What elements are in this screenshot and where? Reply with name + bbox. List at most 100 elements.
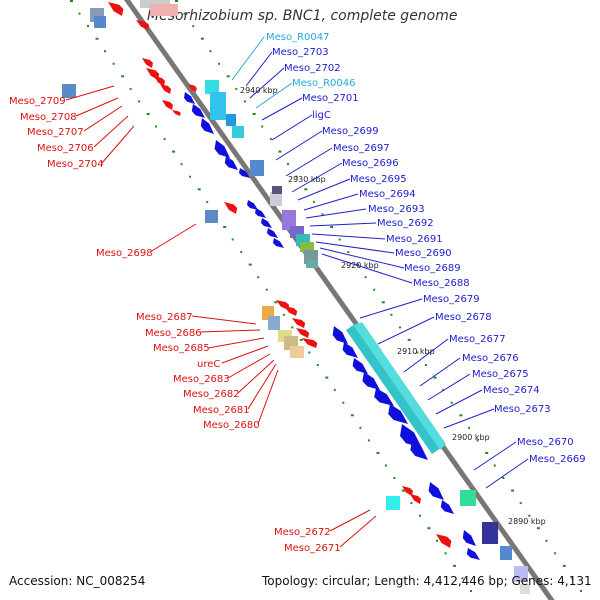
gc-dot xyxy=(359,426,362,429)
gene-label[interactable]: Meso_2702 xyxy=(284,63,341,74)
label-leader-lines xyxy=(65,36,529,548)
gc-dot xyxy=(321,213,324,216)
forward-cds-arrow xyxy=(462,530,476,546)
gene-label[interactable]: Meso_2680 xyxy=(203,420,260,431)
gc-dot xyxy=(453,564,456,567)
gene-label[interactable]: Meso_R0046 xyxy=(292,78,356,89)
gene-label[interactable]: Meso_2707 xyxy=(27,127,84,138)
gene-label[interactable]: Meso_2689 xyxy=(404,263,461,274)
leader-line xyxy=(227,353,271,379)
gene-label[interactable]: Meso_2698 xyxy=(96,248,153,259)
leader-line xyxy=(311,233,386,240)
gc-dot xyxy=(155,125,158,128)
gc-dot xyxy=(121,75,125,78)
gc-dot xyxy=(333,389,336,392)
gene-label[interactable]: Meso_2706 xyxy=(37,143,94,154)
gene-label[interactable]: Meso_2671 xyxy=(284,543,341,554)
gc-dot xyxy=(459,414,463,417)
gene-label[interactable]: Meso_2695 xyxy=(350,174,407,185)
feature-box xyxy=(205,210,218,223)
gene-label[interactable]: ureC xyxy=(197,359,220,370)
gc-dot xyxy=(373,288,376,291)
gc-dot xyxy=(197,188,201,191)
gene-label[interactable]: Meso_2678 xyxy=(435,312,492,323)
feature-box xyxy=(482,522,498,544)
gene-label[interactable]: Meso_2709 xyxy=(9,96,66,107)
gene-label[interactable]: Meso_2679 xyxy=(423,294,480,305)
gene-label[interactable]: Meso_2703 xyxy=(272,47,329,58)
gc-dot xyxy=(511,489,515,492)
topology-text: Topology: circular; Length: 4,412,446 bp… xyxy=(262,574,592,588)
gc-dot xyxy=(356,263,359,266)
forward-cds-arrow xyxy=(410,440,428,460)
leader-line xyxy=(271,114,313,141)
gc-dot xyxy=(299,338,303,341)
map-title: Mesorhizobium sp. BNC1, complete genome xyxy=(147,8,458,24)
gene-label[interactable]: Meso_2675 xyxy=(472,369,529,380)
gene-label[interactable]: Meso_2699 xyxy=(322,126,379,137)
leader-line xyxy=(297,178,351,201)
feature-box xyxy=(150,4,178,16)
gc-dot xyxy=(261,125,264,128)
gc-dot xyxy=(416,351,419,354)
reverse-cds-arrow xyxy=(410,494,421,504)
feature-box xyxy=(62,84,76,98)
gene-label[interactable]: Meso_2692 xyxy=(377,218,434,229)
gene-label[interactable]: Meso_2696 xyxy=(342,158,399,169)
forward-gene-labels: Meso_R0047 Meso_2703 Meso_2702 Meso_R004… xyxy=(266,32,586,465)
gc-dot xyxy=(287,163,289,166)
genome-backbone xyxy=(124,0,555,600)
gene-label[interactable]: Meso_2681 xyxy=(193,405,250,416)
gc-dot xyxy=(278,150,282,153)
gene-label[interactable]: Meso_2691 xyxy=(386,234,443,245)
gene-label[interactable]: Meso_2670 xyxy=(517,437,574,448)
leader-line xyxy=(83,105,123,132)
gene-label[interactable]: Meso_2697 xyxy=(333,143,390,154)
gc-dot xyxy=(269,138,272,141)
gene-label[interactable]: Meso_2685 xyxy=(153,343,210,354)
gene-label[interactable]: Meso_2690 xyxy=(395,248,452,259)
forward-cds-arrow xyxy=(352,358,368,374)
gene-label[interactable]: Meso_R0047 xyxy=(266,32,330,43)
gene-label[interactable]: Meso_2676 xyxy=(462,353,519,364)
gc-dot xyxy=(295,175,298,178)
gc-dot xyxy=(282,313,285,316)
gene-label[interactable]: Meso_2708 xyxy=(20,112,77,123)
gc-dot xyxy=(468,426,470,429)
leader-line xyxy=(303,193,359,211)
leader-line xyxy=(315,241,395,254)
gene-label[interactable]: Meso_2693 xyxy=(368,204,425,215)
gene-label[interactable]: Meso_2669 xyxy=(529,454,586,465)
gene-label[interactable]: Meso_2701 xyxy=(302,93,359,104)
gene-label[interactable]: Meso_2673 xyxy=(494,404,551,415)
gene-label[interactable]: ligC xyxy=(312,110,331,121)
gene-label[interactable]: Meso_2688 xyxy=(413,278,470,289)
gene-label[interactable]: Meso_2704 xyxy=(47,159,104,170)
feature-box xyxy=(282,210,296,230)
feature-box xyxy=(205,80,219,94)
leader-line xyxy=(207,337,265,349)
gene-label[interactable]: Meso_2687 xyxy=(136,312,193,323)
gene-label[interactable]: Meso_2686 xyxy=(145,328,202,339)
reverse-cds-arrow xyxy=(136,20,150,30)
gc-dot xyxy=(226,75,230,78)
gene-label[interactable]: Meso_2694 xyxy=(359,189,416,200)
gc-dot xyxy=(493,464,496,467)
gc-dot xyxy=(390,313,393,316)
gc-dot xyxy=(87,25,89,28)
gc-content-track xyxy=(70,0,582,592)
gc-dot xyxy=(192,25,195,28)
gc-dot xyxy=(265,288,268,291)
leader-line xyxy=(419,357,461,387)
gene-label[interactable]: Meso_2682 xyxy=(183,389,240,400)
leader-line xyxy=(255,82,293,109)
leader-line xyxy=(261,97,303,121)
gene-label[interactable]: Meso_2683 xyxy=(173,374,230,385)
gc-dot xyxy=(562,564,566,567)
reverse-cds-arrow xyxy=(172,110,181,116)
gene-label[interactable]: Meso_2672 xyxy=(274,527,331,538)
gene-label[interactable]: Meso_2674 xyxy=(483,385,540,396)
gene-label[interactable]: Meso_2677 xyxy=(449,334,506,345)
gc-dot xyxy=(418,514,421,517)
